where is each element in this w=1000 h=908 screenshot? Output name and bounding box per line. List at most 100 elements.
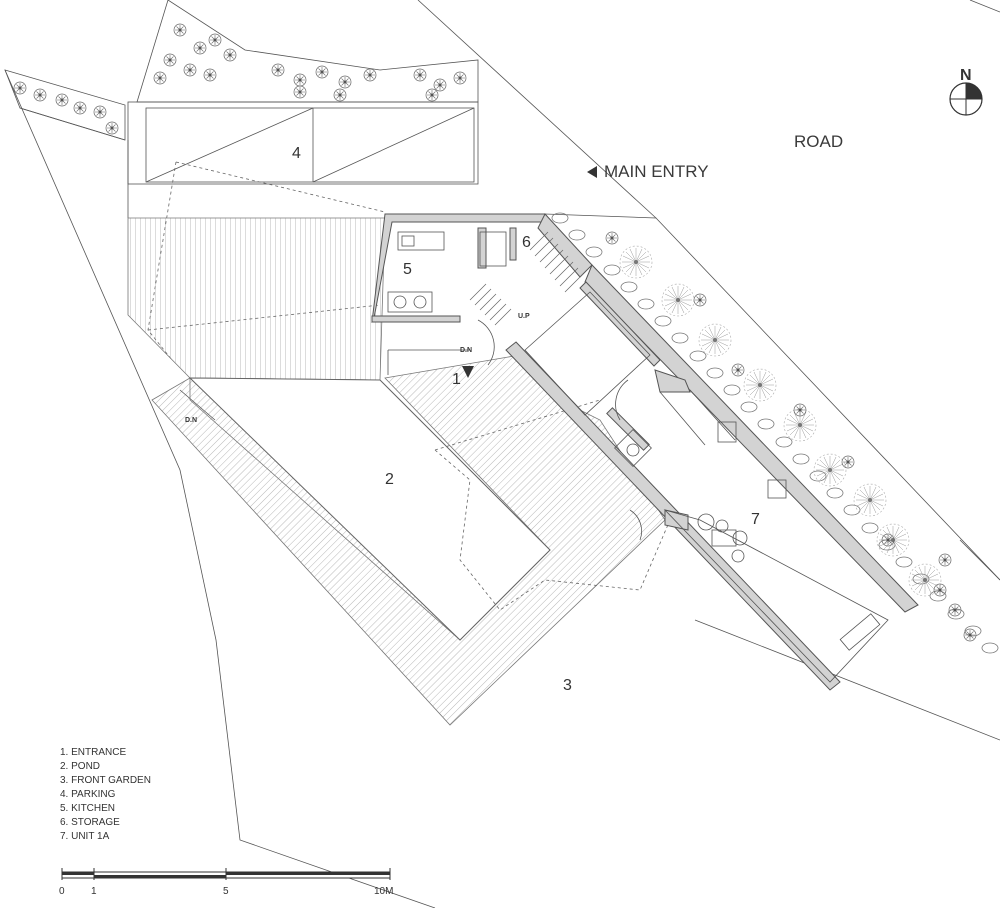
tree-icon: [619, 245, 653, 279]
down-label-deck: D.N: [185, 417, 197, 424]
shrub-icon: [731, 363, 745, 377]
shrub-icon: [693, 293, 707, 307]
stone-edging: [568, 229, 586, 241]
legend-item: 7. UNIT 1A: [60, 831, 110, 842]
planter-top: [4, 0, 479, 141]
scale-mark-10m: 10M: [374, 886, 393, 897]
scale-mark-5: 5: [223, 886, 229, 897]
legend: 1. ENTRANCE 2. POND 3. FRONT GARDEN 4. P…: [60, 747, 151, 842]
room-label-4: 4: [292, 145, 301, 162]
shrub-icon: [33, 88, 47, 102]
shrub-icon: [203, 68, 217, 82]
legend-item: 1. ENTRANCE: [60, 747, 126, 758]
room-label-7: 7: [751, 511, 760, 528]
room-label-5: 5: [403, 261, 412, 278]
stair-tread: [559, 267, 579, 287]
stair-tread: [489, 303, 507, 321]
legend-item: 5. KITCHEN: [60, 803, 115, 814]
deck: [127, 217, 671, 726]
shrub-icon: [93, 105, 107, 119]
shrub-icon: [793, 403, 807, 417]
stone-edging: [740, 401, 758, 413]
shrub-icon: [338, 75, 352, 89]
shrub-icon: [208, 33, 222, 47]
legend-item: 6. STORAGE: [60, 817, 120, 828]
stone-edging: [981, 642, 999, 654]
stair-tread: [544, 249, 564, 269]
stone-edging: [792, 453, 810, 465]
stair-tread: [539, 243, 559, 263]
tree-icon: [853, 483, 887, 517]
stone-edging: [689, 350, 707, 362]
north-label: N: [960, 67, 972, 84]
shrub-icon: [425, 88, 439, 102]
shrub-icon: [271, 63, 285, 77]
stone-edging: [706, 367, 724, 379]
stone-edging: [620, 281, 638, 293]
shrub-icon: [413, 68, 427, 82]
stone-edging: [723, 384, 741, 396]
main-entry-label: MAIN ENTRY: [604, 162, 709, 181]
up-label: U.P: [518, 313, 530, 320]
shrub-icon: [55, 93, 69, 107]
stair-tread: [534, 237, 554, 257]
shrub-icon: [183, 63, 197, 77]
shrub-icon: [933, 583, 947, 597]
stone-edging: [895, 556, 913, 568]
shrub-icon: [13, 81, 27, 95]
stone-edging: [757, 418, 775, 430]
building: [371, 213, 919, 691]
scale-mark-1: 1: [91, 886, 97, 897]
stone-edging: [585, 246, 603, 258]
shrub-icon: [73, 101, 87, 115]
legend-item: 3. FRONT GARDEN: [60, 775, 151, 786]
shrub-icon: [841, 455, 855, 469]
shrub-icon: [433, 78, 447, 92]
shrub-icon: [333, 88, 347, 102]
tree-icon: [698, 323, 732, 357]
road-garden: [544, 212, 1000, 654]
stone-edging: [671, 332, 689, 344]
shrub-icon: [881, 533, 895, 547]
stair-tread: [549, 255, 569, 275]
tree-icon: [813, 453, 847, 487]
stone-edging: [654, 315, 672, 327]
shrub-icon: [163, 53, 177, 67]
legend-item: 4. PARKING: [60, 789, 116, 800]
tree-icon: [908, 563, 942, 597]
room-label-6: 6: [522, 234, 531, 251]
stone-edging: [603, 264, 621, 276]
stair-tread: [479, 293, 497, 311]
shrub-icon: [293, 73, 307, 87]
shrub-icon: [293, 85, 307, 99]
shrub-icon: [948, 603, 962, 617]
stone-edging: [637, 298, 655, 310]
stair-tread: [529, 231, 549, 251]
shrub-icon: [153, 71, 167, 85]
stair-tread: [494, 308, 512, 326]
shrub-icon: [363, 68, 377, 82]
shrub-icon: [963, 628, 977, 642]
shrub-icon: [605, 231, 619, 245]
road-label: ROAD: [794, 132, 843, 151]
shrub-icon: [223, 48, 237, 62]
stair-tread: [484, 298, 502, 316]
shrub-icon: [173, 23, 187, 37]
stair-tread: [469, 283, 487, 301]
stair-tread: [554, 261, 574, 281]
legend-item: 2. POND: [60, 761, 100, 772]
shrub-icon: [453, 71, 467, 85]
shrub-icon: [938, 553, 952, 567]
shrub-icon: [105, 121, 119, 135]
tree-icon: [743, 368, 777, 402]
down-label-entrance: D.N: [460, 347, 472, 354]
stair-tread: [474, 288, 492, 306]
north-arrow-icon: N: [949, 67, 983, 116]
scale-mark-0: 0: [59, 886, 65, 897]
stone-edging: [775, 436, 793, 448]
scale-bar: 0 1 5 10M: [59, 868, 393, 897]
stair-tread: [564, 273, 584, 293]
triangle-down-icon: [462, 366, 474, 378]
room-label-2: 2: [385, 471, 394, 488]
